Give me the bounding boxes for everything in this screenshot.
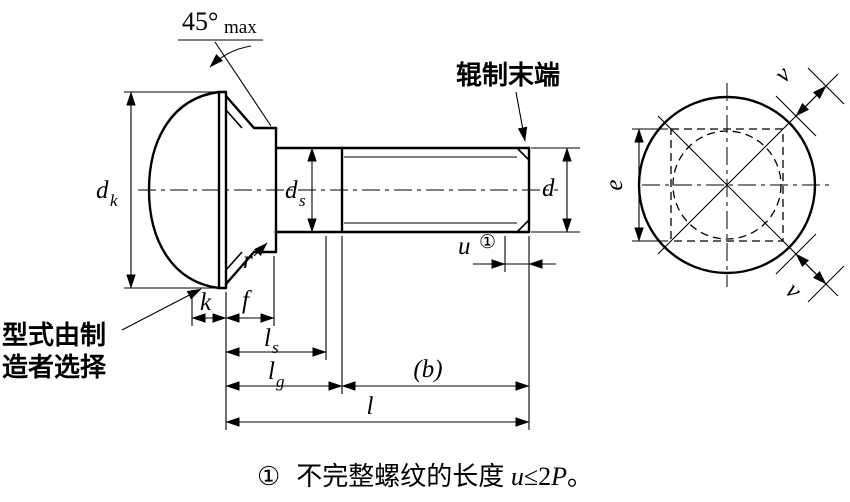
footnote-var-p: P: [551, 462, 567, 491]
angle-value-label: 45°: [182, 7, 218, 36]
end-view: [637, 73, 839, 297]
lg-label: l: [268, 358, 275, 385]
square-neck-hidden: [670, 128, 784, 242]
dk-label: d: [96, 177, 109, 204]
footnote-relation: ≤2: [523, 462, 552, 491]
r-label: r: [243, 247, 253, 274]
rolled-end-label: 辊制末端: [456, 60, 560, 90]
ls-sub-label: s: [272, 338, 279, 357]
maker-note-annotation: 型式由制 造者选择: [2, 288, 202, 382]
maker-note-line1: 型式由制: [2, 320, 106, 350]
footnote-text: 不完整螺纹的长度: [296, 461, 505, 491]
footnote-period: 。: [566, 462, 593, 491]
fillet-circle-hidden: [672, 130, 782, 240]
dimension-ls: l s: [225, 236, 327, 360]
l-label: l: [367, 393, 374, 420]
footnote: ① 不完整螺纹的长度 u≤2P。: [0, 456, 850, 493]
d-label: d: [542, 175, 555, 202]
v-bottom-label: v: [780, 277, 808, 305]
lg-sub-label: g: [276, 372, 285, 391]
b-label: (b): [413, 356, 442, 383]
thread-outline: [340, 146, 531, 234]
dimension-b: (b): [341, 356, 530, 391]
k-label: k: [200, 289, 212, 316]
u-ref-mark: ①: [479, 232, 496, 253]
e-label: e: [601, 179, 628, 190]
angle-max-label: max: [224, 17, 257, 38]
bolt-head-outline: [147, 90, 228, 290]
dimension-v-top: v: [769, 61, 845, 137]
dimension-e: e: [601, 128, 668, 242]
footnote-marker: ①: [256, 462, 281, 491]
u-label: u: [458, 233, 471, 260]
ds-label: d: [285, 177, 298, 204]
dimension-ds: d s: [285, 147, 317, 233]
ds-sub-label: s: [299, 191, 306, 210]
dimension-dk: d k: [96, 91, 218, 289]
dimension-d: d: [531, 147, 580, 233]
f-label: f: [242, 287, 252, 314]
footnote-var-u: u: [510, 462, 524, 491]
chamfer-angle-annotation: 45° max: [178, 7, 272, 127]
v-top-label: v: [769, 61, 797, 89]
maker-note-line2: 造者选择: [2, 352, 107, 382]
dimension-k-f: k f: [191, 256, 275, 430]
dk-sub-label: k: [110, 191, 118, 210]
dimension-l: l: [225, 393, 530, 427]
technical-drawing: 45° max 辊制末端 型式由制 造者选择 d k d s d: [2, 7, 845, 430]
ls-label: l: [264, 325, 271, 352]
angle-arc-arrow: [209, 45, 252, 68]
dimension-lg: l g: [225, 236, 343, 394]
rolled-end-annotation: 辊制末端: [456, 60, 560, 142]
dimension-u: u ①: [458, 232, 556, 430]
fillet-radius-annotation: r: [243, 242, 268, 274]
